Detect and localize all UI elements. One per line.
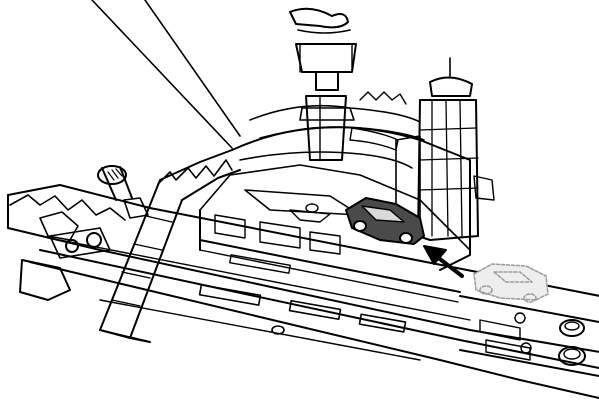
left-terrain — [9, 194, 126, 301]
control-tower — [289, 7, 357, 161]
curved-ramp — [99, 149, 241, 343]
race-car — [345, 197, 425, 245]
direction-arrow — [423, 245, 464, 278]
right-tower — [395, 57, 495, 241]
left-wheels — [49, 227, 111, 259]
callout-lines — [91, 0, 241, 149]
race-car-outline — [473, 263, 549, 303]
spring-launcher — [97, 165, 149, 219]
round-buttons — [459, 295, 599, 377]
base-track — [7, 184, 599, 399]
